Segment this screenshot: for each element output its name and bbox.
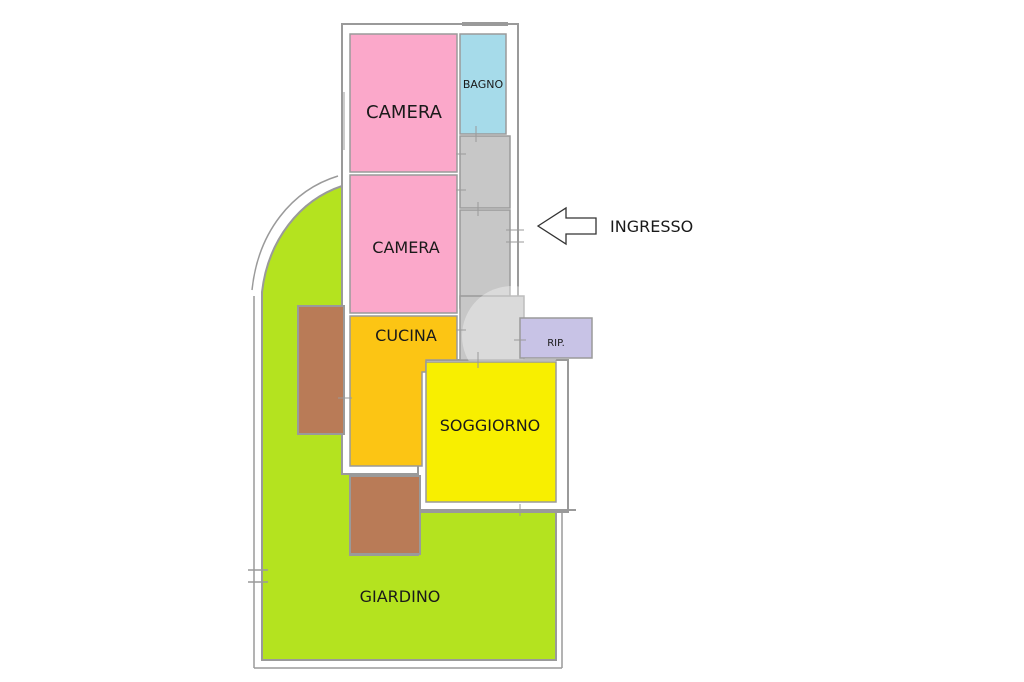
label-camera-1: CAMERA bbox=[366, 102, 443, 123]
door-marks bbox=[338, 92, 526, 516]
label-bagno: BAGNO bbox=[463, 78, 504, 91]
entrance-indicator: INGRESSO bbox=[536, 206, 693, 246]
room-bagno bbox=[459, 33, 507, 135]
room-ripostiglio bbox=[519, 317, 593, 359]
room-camera-1 bbox=[349, 33, 458, 173]
corridor-highlight bbox=[462, 286, 562, 386]
rooms bbox=[349, 33, 593, 503]
label-soggiorno: SOGGIORNO bbox=[440, 416, 541, 435]
label-ingresso: INGRESSO bbox=[610, 217, 693, 236]
label-ripostiglio: RIP. bbox=[547, 338, 565, 349]
corridor-upper bbox=[459, 135, 511, 209]
terraces bbox=[297, 305, 421, 555]
room-camera-2 bbox=[349, 174, 458, 314]
label-cucina: CUCINA bbox=[375, 326, 437, 345]
entrance-arrow-icon bbox=[536, 206, 597, 246]
garden-arc-line bbox=[251, 175, 339, 291]
terrace-south bbox=[349, 475, 421, 555]
terrace-west bbox=[297, 305, 345, 435]
corridor-middle bbox=[459, 209, 511, 309]
corridor bbox=[459, 135, 562, 386]
room-soggiorno bbox=[425, 361, 557, 503]
room-labels: CAMERA BAGNO CAMERA CUCINA SOGGIORNO RIP… bbox=[360, 78, 565, 606]
label-giardino: GIARDINO bbox=[360, 587, 441, 606]
corridor-lower bbox=[459, 295, 525, 361]
label-camera-2: CAMERA bbox=[372, 238, 440, 257]
